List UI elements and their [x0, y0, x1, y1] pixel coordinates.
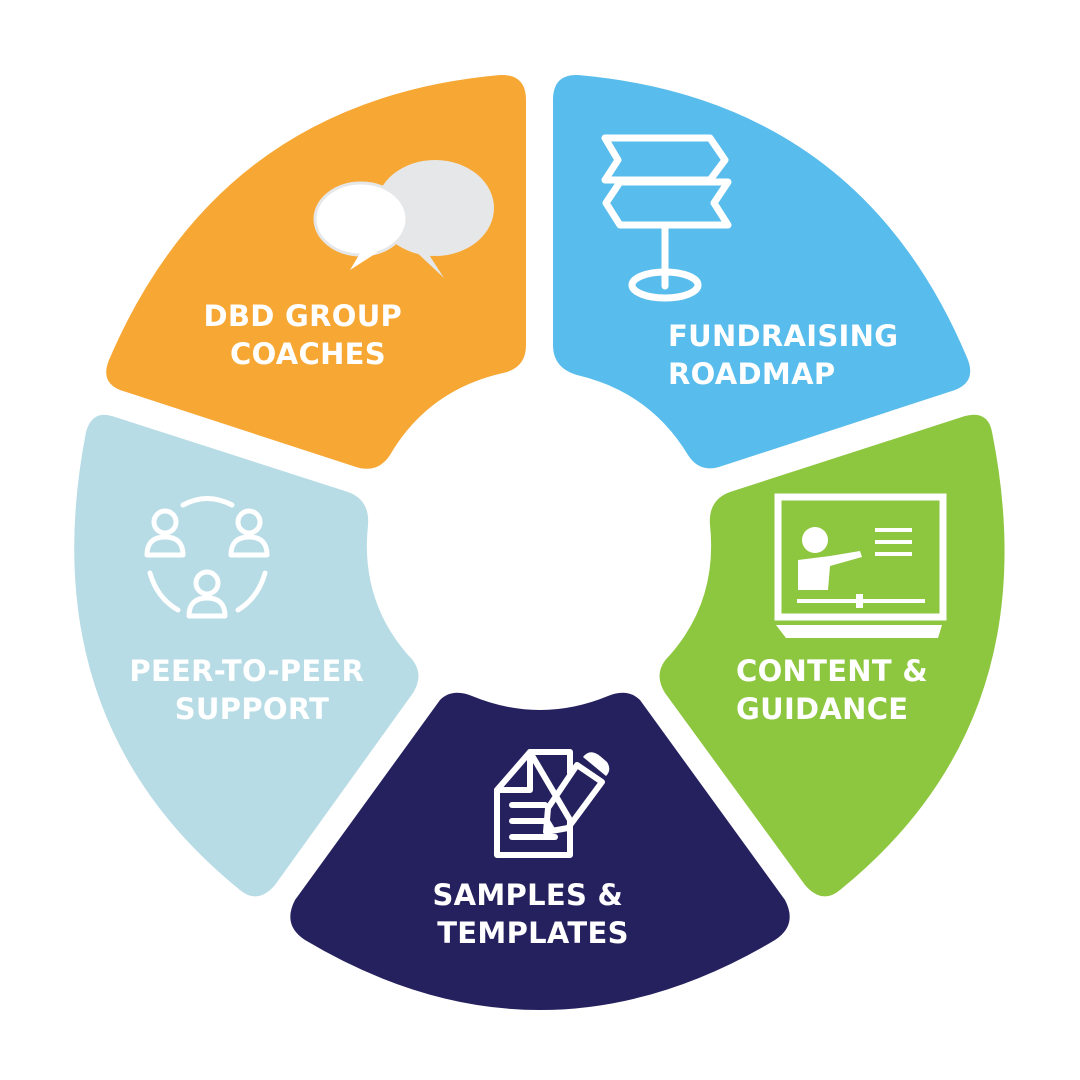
svg-text:DBD GROUP COACHES: DBD GROUP COACHES [203, 299, 412, 371]
segment-content-guidance: CONTENT & GUIDANCE [659, 414, 1005, 897]
segment-label-line-2: COACHES [230, 337, 386, 371]
segment-shape-fundraising-roadmap [553, 74, 971, 469]
segment-label-line-2: GUIDANCE [736, 692, 908, 726]
people-circle-icon [144, 496, 270, 619]
segment-shape-samples-templates [290, 692, 790, 1010]
segment-label-line-1: FUNDRAISING [668, 319, 898, 353]
segment-label-line-2: SUPPORT [175, 692, 330, 726]
segment-shape-content-guidance [659, 414, 1005, 897]
segment-fundraising-roadmap: FUNDRAISING ROADMAP [553, 74, 971, 469]
segment-label-line-1: SAMPLES & [432, 878, 623, 912]
speech-bubbles-icon [313, 160, 494, 278]
svg-text:CONTENT & GUIDANCE: CONTENT & GUIDANCE [736, 654, 938, 726]
svg-text:SAMPLES & TEMPLATES: SAMPLES & TEMPLATES [432, 878, 633, 950]
segment-dbd-group-coaches: DBD GROUP COACHES [106, 74, 526, 469]
segment-label-line-1: PEER-TO-PEER [129, 654, 364, 688]
svg-text:PEER-TO-PEER SUPPORT: PEER-TO-PEER SUPPORT [129, 654, 374, 726]
segment-samples-templates: SAMPLES & TEMPLATES [290, 692, 790, 1010]
signpost-icon [601, 134, 732, 302]
presentation-screen-icon [774, 493, 947, 638]
segment-peer-to-peer-support: PEER-TO-PEER SUPPORT [74, 414, 419, 897]
segment-label-line-1: CONTENT & [736, 654, 928, 688]
segment-shape-dbd-group-coaches [106, 74, 526, 469]
document-pencil-icon [494, 749, 610, 858]
svg-text:FUNDRAISING ROADMAP: FUNDRAISING ROADMAP [668, 319, 909, 391]
segment-label-line-2: TEMPLATES [437, 916, 629, 950]
segment-label-line-2: ROADMAP [668, 357, 835, 391]
segment-label-line-1: DBD GROUP [203, 299, 402, 333]
